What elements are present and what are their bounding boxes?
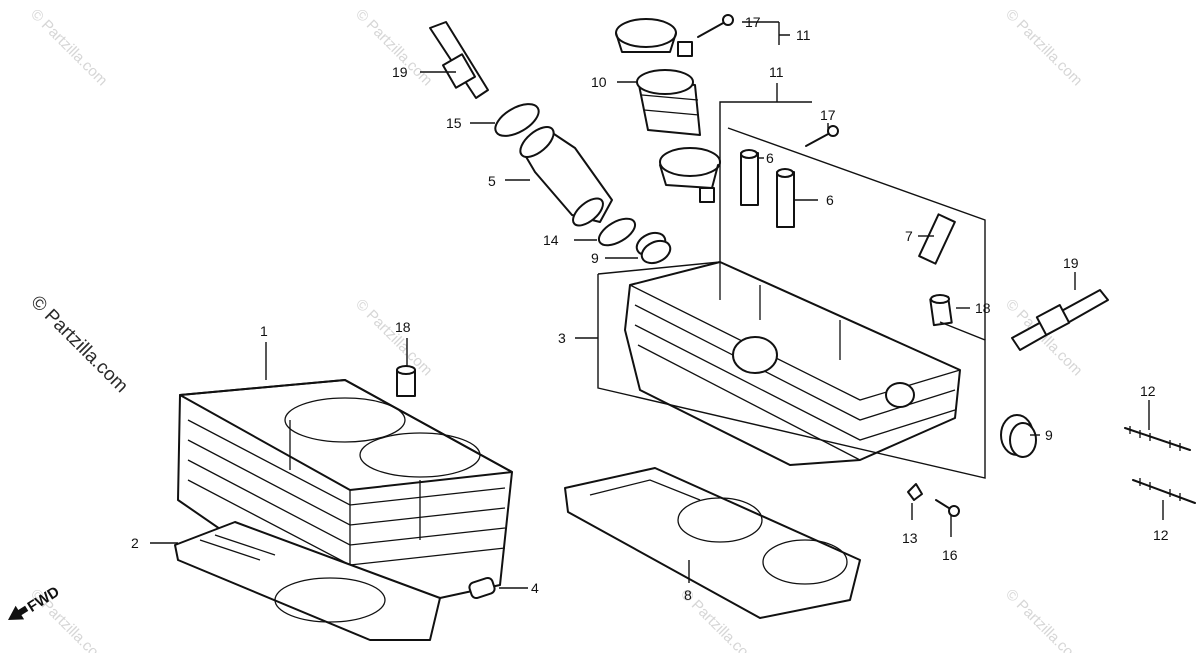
watermark: © Partzilla.com xyxy=(352,296,435,379)
callout-7[interactable]: 7 xyxy=(905,228,913,244)
callouts: 1 2 3 4 5 6 6 7 8 9 9 10 11 11 12 12 13 … xyxy=(131,14,1169,603)
o-ring-small[interactable] xyxy=(595,213,640,250)
callout-6b[interactable]: 6 xyxy=(826,192,834,208)
spark-plug-upper[interactable] xyxy=(429,21,489,99)
callout-3[interactable]: 3 xyxy=(558,330,566,346)
clamp-screw-upper[interactable] xyxy=(697,14,734,38)
forward-arrow-icon xyxy=(8,605,29,620)
callout-18a[interactable]: 18 xyxy=(395,319,411,335)
callout-17a[interactable]: 17 xyxy=(745,14,761,30)
callout-11a[interactable]: 11 xyxy=(796,27,811,43)
spark-plug-right[interactable] xyxy=(1011,289,1109,351)
tube-left[interactable] xyxy=(740,149,759,206)
callout-17b[interactable]: 17 xyxy=(820,107,836,123)
insulator-upper[interactable] xyxy=(633,229,674,268)
callout-13[interactable]: 13 xyxy=(902,530,918,546)
callout-2[interactable]: 2 xyxy=(131,535,139,551)
watermark-dark: © Partzilla.com xyxy=(26,292,131,397)
callout-9a[interactable]: 9 xyxy=(591,250,599,266)
callout-4[interactable]: 4 xyxy=(531,580,539,596)
cylinder-base-gasket[interactable] xyxy=(174,521,441,641)
tube-right[interactable] xyxy=(776,168,795,228)
callout-10[interactable]: 10 xyxy=(591,74,607,90)
callout-11b[interactable]: 11 xyxy=(769,64,784,80)
bolt[interactable] xyxy=(935,499,960,517)
washer[interactable] xyxy=(907,483,923,501)
watermark: © Partzilla.com xyxy=(1002,586,1085,653)
callout-1[interactable]: 1 xyxy=(260,323,268,339)
o-ring-large[interactable] xyxy=(490,98,544,143)
insulator-right[interactable] xyxy=(1000,414,1037,458)
leader-lines xyxy=(150,21,1164,589)
clamp-screw-lower[interactable] xyxy=(805,125,839,147)
callout-16[interactable]: 16 xyxy=(942,547,958,563)
oil-pipe[interactable] xyxy=(918,213,956,265)
stud-lower[interactable] xyxy=(1132,478,1196,504)
callout-14[interactable]: 14 xyxy=(543,232,559,248)
callout-19b[interactable]: 19 xyxy=(1063,255,1079,271)
callout-12a[interactable]: 12 xyxy=(1140,383,1156,399)
callout-5[interactable]: 5 xyxy=(488,173,496,189)
callout-18b[interactable]: 18 xyxy=(975,300,991,316)
cylinder-head[interactable] xyxy=(624,261,961,466)
dowel-pin[interactable] xyxy=(468,576,496,600)
watermark: © Partzilla.com xyxy=(1002,6,1085,89)
callout-9b[interactable]: 9 xyxy=(1045,427,1053,443)
collar-left[interactable] xyxy=(396,365,416,397)
intake-pipe[interactable] xyxy=(515,121,613,230)
collar-right[interactable] xyxy=(929,294,953,327)
callout-19a[interactable]: 19 xyxy=(392,64,408,80)
watermark: © Partzilla.com xyxy=(27,6,110,89)
stud-upper[interactable] xyxy=(1124,426,1191,451)
cylinder-head-gasket[interactable] xyxy=(564,467,861,619)
carburetor-joint[interactable] xyxy=(615,18,721,203)
callout-8[interactable]: 8 xyxy=(684,587,692,603)
callout-15[interactable]: 15 xyxy=(446,115,462,131)
callout-6a[interactable]: 6 xyxy=(766,150,774,166)
callout-12b[interactable]: 12 xyxy=(1153,527,1169,543)
